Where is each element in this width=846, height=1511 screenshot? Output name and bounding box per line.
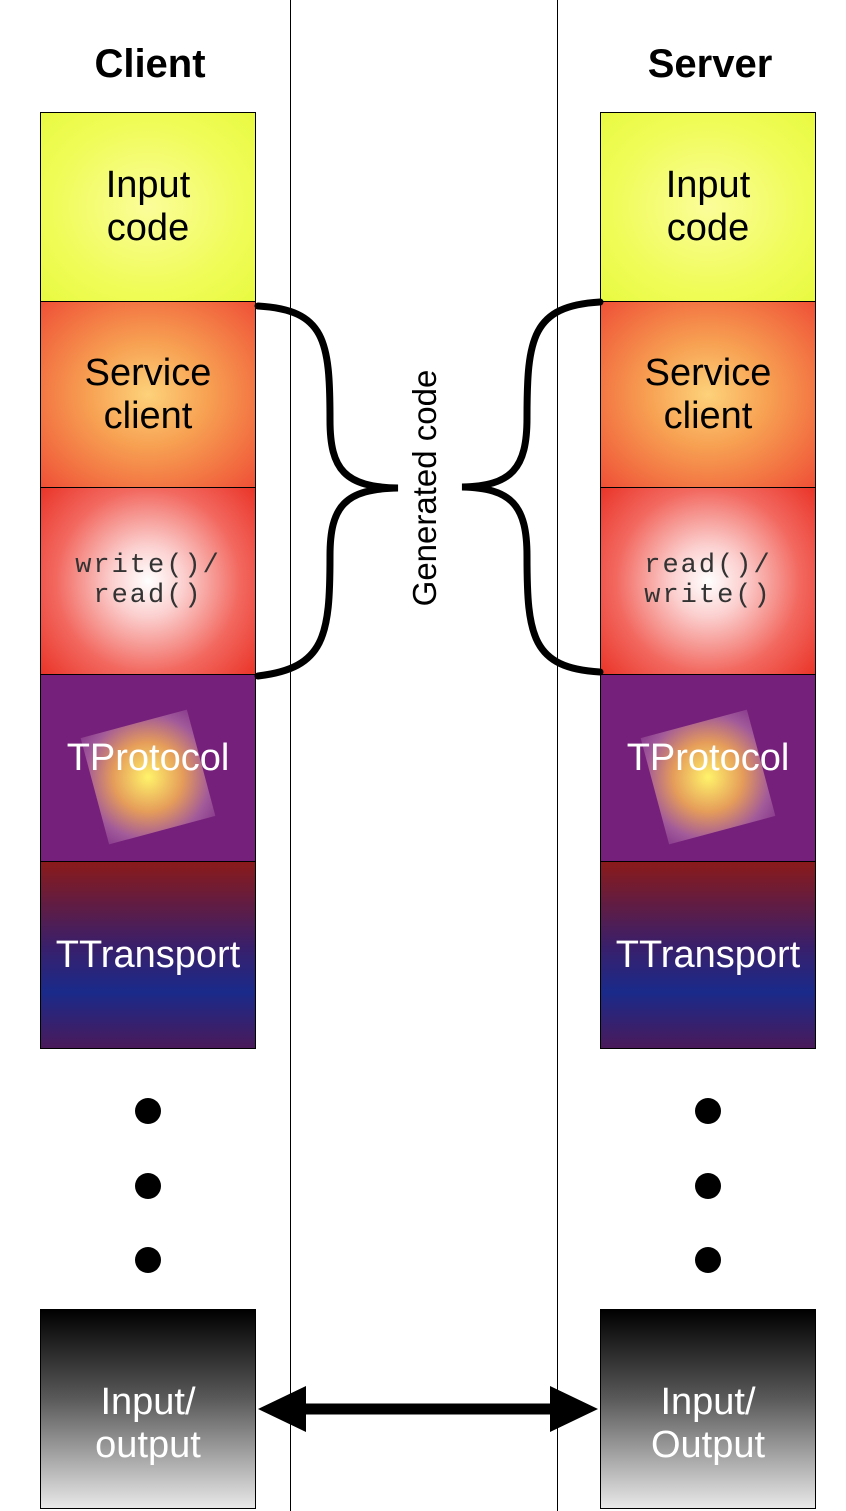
server-service-client-label: Service client — [644, 351, 772, 437]
generated-code-label: Generated code — [406, 369, 443, 607]
io-arrow-head-left — [258, 1386, 306, 1432]
client-ttransport-label: TTransport — [55, 933, 241, 976]
server-read-write-block: read()/ write() — [600, 487, 816, 675]
server-input-code-label: Input code — [665, 164, 751, 249]
divider-line-left — [290, 0, 291, 1511]
client-tprotocol-block: TProtocol — [40, 674, 256, 862]
client-ellipsis-dot-1 — [135, 1098, 161, 1124]
server-tprotocol-block: TProtocol — [600, 674, 816, 862]
server-ellipsis-dot-2 — [695, 1173, 721, 1199]
client-write-read-block: write()/ read() — [40, 487, 256, 675]
client-ellipsis-dot-2 — [135, 1173, 161, 1199]
server-title: Server — [647, 42, 773, 86]
client-input-code-block: Input code — [40, 112, 256, 302]
client-io-block: Input/ output — [40, 1309, 256, 1509]
client-tprotocol-label: TProtocol — [66, 736, 230, 779]
client-write-read-label: write()/ read() — [75, 550, 221, 611]
server-tprotocol-label: TProtocol — [626, 736, 790, 779]
client-ellipsis-dot-3 — [135, 1247, 161, 1273]
server-io-block: Input/ Output — [600, 1309, 816, 1509]
right-brace — [461, 298, 604, 676]
server-read-write-label: read()/ write() — [644, 550, 772, 611]
left-brace — [254, 302, 399, 680]
server-io-label: Input/ Output — [650, 1381, 766, 1466]
client-input-code-label: Input code — [105, 164, 191, 249]
server-ellipsis-dot-1 — [695, 1098, 721, 1124]
client-title: Client — [94, 42, 206, 86]
divider-line-right — [557, 0, 558, 1511]
server-ttransport-label: TTransport — [615, 933, 801, 976]
client-ttransport-block: TTransport — [40, 861, 256, 1049]
client-service-client-label: Service client — [84, 351, 212, 437]
server-service-client-block: Service client — [600, 301, 816, 488]
client-service-client-block: Service client — [40, 301, 256, 488]
io-arrow-head-right — [550, 1386, 598, 1432]
server-input-code-block: Input code — [600, 112, 816, 302]
server-ttransport-block: TTransport — [600, 861, 816, 1049]
server-ellipsis-dot-3 — [695, 1247, 721, 1273]
client-io-label: Input/ output — [95, 1381, 201, 1466]
